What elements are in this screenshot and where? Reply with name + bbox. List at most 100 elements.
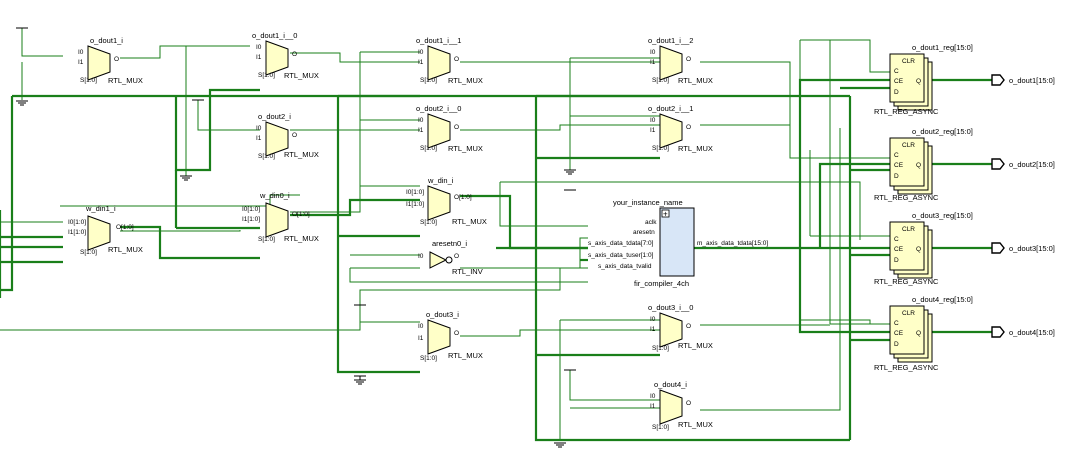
ip-fir-compiler-4ch[interactable]: your_instance_name + aclk aresetn s_axis…	[588, 198, 768, 288]
mux-o-dout1-i-1[interactable]: o_dout1_i__1 I0 I1 S[1:0] O RTL_MUX	[416, 36, 483, 85]
cell-label: w_din1_i	[85, 204, 116, 213]
cell-label: o_dout1_i	[90, 36, 123, 45]
mux-o-dout3-i-0[interactable]: o_dout3_i__0 I0 I1 S[1:0] O RTL_MUX	[648, 303, 713, 352]
reg-o-dout4[interactable]: o_dout4_reg[15:0] CLR C CE D Q RTL_REG_A…	[874, 295, 973, 372]
cell-label: S[1:0]	[420, 145, 437, 152]
cell-label: I1	[78, 59, 84, 66]
cell-label: I0	[650, 49, 656, 56]
port-o-dout3[interactable]: o_dout3[15:0]	[991, 242, 1055, 254]
cell-label: CE	[894, 162, 904, 169]
cell-label: Q	[916, 162, 921, 169]
cell-label: o_dout1_i__2	[648, 36, 693, 45]
cell-label: o_dout1_i__0	[252, 31, 297, 40]
cell-label: o_dout3_i__0	[648, 303, 693, 312]
mux-w-din0-i[interactable]: w_din0_i I0[1:0] I1[1:0] S[1:0] O[1:0] R…	[242, 191, 319, 243]
cell-label: O[1:0]	[292, 211, 310, 218]
cell-label: I1[1:0]	[68, 229, 86, 236]
cell-label: I0	[78, 49, 84, 56]
cell-label: S[1:0]	[258, 153, 275, 160]
cell-label: o_dout4[15:0]	[1009, 328, 1055, 337]
cell-label: Q	[916, 330, 921, 337]
cell-label: CE	[894, 330, 904, 337]
cell-label: I0	[256, 125, 262, 132]
cell-label: RTL_MUX	[108, 76, 143, 85]
cell-label: RTL_REG_ASYNC	[874, 363, 939, 372]
cell-label: O	[454, 124, 459, 131]
cell-label: o_dout2_reg[15:0]	[912, 127, 973, 136]
cell-label: RTL_MUX	[284, 150, 319, 159]
cell-label: I1	[418, 127, 424, 134]
cell-label: S[1:0]	[652, 424, 669, 431]
cell-label: RTL_MUX	[448, 351, 483, 360]
cell-label: aclk	[645, 219, 657, 226]
reg-o-dout1[interactable]: o_dout1_reg[15:0] CLR C CE D Q RTL_REG_A…	[874, 43, 973, 116]
cell-label: CLR	[902, 310, 915, 317]
cell-label: I0	[418, 253, 424, 260]
cell-label: O	[686, 400, 691, 407]
cell-label: Q	[916, 78, 921, 85]
cell-label: I0	[650, 393, 656, 400]
cell-label: D	[894, 341, 899, 348]
cell-label: I1	[650, 403, 656, 410]
inverter-aresetn0-i[interactable]: aresetn0_i I0 O RTL_INV	[418, 239, 483, 276]
mux-o-dout2-i-0[interactable]: o_dout2_i__0 I0 I1 S[1:0] O RTL_MUX	[416, 104, 483, 153]
cell-label: RTL_REG_ASYNC	[874, 277, 939, 286]
ground-symbols	[16, 27, 576, 448]
cell-label: RTL_MUX	[284, 234, 319, 243]
cell-label: aresetn	[633, 229, 655, 236]
cell-label: RTL_REG_ASYNC	[874, 107, 939, 116]
cell-label: RTL_MUX	[108, 245, 143, 254]
cell-label: O	[686, 124, 691, 131]
cell-label: s_axis_data_tvalid	[598, 263, 652, 270]
cell-label: o_dout3[15:0]	[1009, 244, 1055, 253]
mux-o-dout1-i-0[interactable]: o_dout1_i__0 I0 I1 S[1:0] O RTL_MUX	[252, 31, 319, 80]
reg-o-dout2[interactable]: o_dout2_reg[15:0] CLR C CE D Q RTL_REG_A…	[874, 127, 973, 202]
cell-label: O[1:0]	[116, 224, 134, 231]
port-o-dout2[interactable]: o_dout2[15:0]	[991, 158, 1055, 170]
port-o-dout1[interactable]: o_dout1[15:0]	[991, 74, 1055, 86]
cell-label: D	[894, 257, 899, 264]
cell-label: m_axis_data_tdata[15:0]	[697, 240, 768, 247]
cell-label: o_dout4_i	[654, 380, 687, 389]
cell-label: I0	[650, 316, 656, 323]
cell-label: your_instance_name	[613, 198, 683, 207]
port-o-dout4[interactable]: o_dout4[15:0]	[991, 326, 1055, 338]
cell-label: I1[1:0]	[406, 201, 424, 208]
cell-label: CLR	[902, 226, 915, 233]
cell-label: aresetn0_i	[432, 239, 467, 248]
cell-label: RTL_MUX	[678, 76, 713, 85]
cell-label: I0	[256, 44, 262, 51]
cell-label: o_dout4_reg[15:0]	[912, 295, 973, 304]
cell-label: O	[686, 56, 691, 63]
mux-w-din1-i[interactable]: w_din1_i I0[1:0] I1[1:0] S[1:0] O[1:0] R…	[68, 204, 143, 256]
mux-w-din-i[interactable]: w_din_i I0[1:0] I1[1:0] S[1:0] O[1:0] RT…	[406, 176, 487, 226]
cell-label: O[1:0]	[454, 194, 472, 201]
cell-label: CLR	[902, 58, 915, 65]
cell-label: RTL_MUX	[678, 341, 713, 350]
cell-label: S[1:0]	[420, 219, 437, 226]
mux-o-dout1-i-2[interactable]: o_dout1_i__2 I0 I1 S[1:0] O RTL_MUX	[648, 36, 713, 85]
cell-label: RTL_MUX	[448, 144, 483, 153]
cell-label: S[1:0]	[652, 345, 669, 352]
cell-label: O	[686, 323, 691, 330]
cell-label: O	[292, 51, 297, 58]
cell-label: o_dout2_i__1	[648, 104, 693, 113]
expand-glyph: +	[663, 210, 668, 219]
cell-label: RTL_INV	[452, 267, 483, 276]
cell-label: S[1:0]	[80, 249, 97, 256]
cell-label: o_dout1_reg[15:0]	[912, 43, 973, 52]
mux-o-dout3-i[interactable]: o_dout3_i I0 I1 S[1:0] O RTL_MUX	[418, 310, 483, 362]
cell-label: S[1:0]	[652, 77, 669, 84]
mux-o-dout2-i-1[interactable]: o_dout2_i__1 I0 I1 S[1:0] O RTL_MUX	[648, 104, 713, 153]
mux-o-dout1-i[interactable]: o_dout1_i I0 I1 S[1:0] O RTL_MUX	[78, 36, 143, 85]
mux-o-dout2-i[interactable]: o_dout2_i I0 I1 S[1:0] O RTL_MUX	[256, 112, 319, 160]
cell-label: S[1:0]	[258, 72, 275, 79]
mux-o-dout4-i[interactable]: o_dout4_i I0 I1 S[1:0] O RTL_MUX	[650, 380, 713, 431]
cell-label: I0[1:0]	[242, 206, 260, 213]
reg-o-dout3[interactable]: o_dout3_reg[15:0] CLR C CE D Q RTL_REG_A…	[874, 211, 973, 286]
expand-icon[interactable]	[661, 209, 670, 218]
cell-label: fir_compiler_4ch	[634, 279, 689, 288]
cell-label: I1	[650, 59, 656, 66]
nets	[0, 28, 992, 442]
